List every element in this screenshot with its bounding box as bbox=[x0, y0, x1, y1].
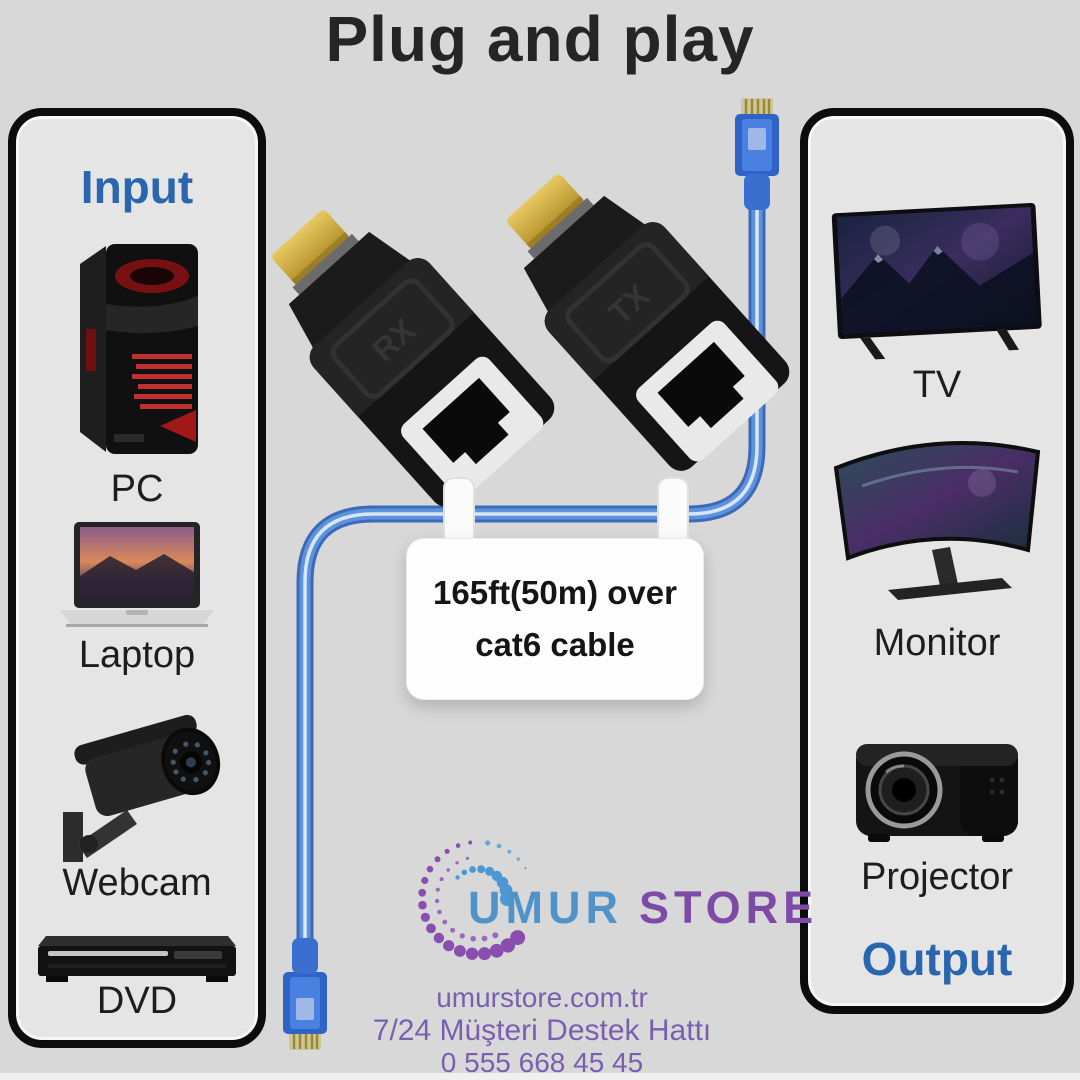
dvd-label: DVD bbox=[96, 980, 178, 1022]
dvd-player-icon bbox=[38, 936, 236, 982]
monitor-icon bbox=[833, 441, 1041, 600]
page-title: Plug and play bbox=[325, 3, 755, 75]
extender-tx-label: TX bbox=[602, 277, 657, 332]
footer-phone: 0 555 668 45 45 bbox=[440, 1047, 644, 1078]
projector-icon bbox=[856, 744, 1018, 842]
cable-distance-note: 165ft(50m) over cat6 cable bbox=[406, 538, 704, 700]
projector-label: Projector bbox=[860, 856, 1014, 898]
output-panel: TV Monitor bbox=[800, 108, 1074, 1014]
pc-label: PC bbox=[110, 468, 164, 510]
cable-distance-line1: 165ft(50m) over bbox=[433, 574, 677, 611]
brand-spiral-icon bbox=[418, 840, 527, 961]
webcam-label: Webcam bbox=[62, 862, 212, 904]
footer-support-line: 7/24 Müşteri Destek Hattı bbox=[372, 1014, 712, 1047]
rj45-connector-top bbox=[735, 98, 779, 210]
extender-rx-label: RX bbox=[365, 311, 423, 368]
tv-label: TV bbox=[912, 364, 962, 406]
laptop-icon bbox=[60, 522, 214, 627]
footer-website: umurstore.com.tr bbox=[436, 982, 648, 1013]
hdmi-extender-rx: RX bbox=[272, 210, 555, 507]
brand-word-store: STORE bbox=[638, 882, 819, 933]
input-panel-title: Input bbox=[80, 161, 194, 213]
hdmi-extender-tx: TX bbox=[507, 174, 790, 471]
monitor-label: Monitor bbox=[873, 622, 1001, 664]
brand-wordmark: UMUR STORE bbox=[468, 882, 818, 934]
pc-icon bbox=[80, 244, 198, 454]
output-panel-title: Output bbox=[861, 933, 1013, 985]
input-panel: Input PC bbox=[8, 108, 266, 1048]
bottom-strip bbox=[0, 1073, 1080, 1080]
laptop-label: Laptop bbox=[78, 634, 196, 676]
tv-icon bbox=[831, 202, 1042, 360]
webcam-icon bbox=[63, 714, 221, 862]
brand-word-umur: UMUR bbox=[468, 882, 623, 933]
cable-distance-line2: cat6 cable bbox=[475, 626, 635, 663]
